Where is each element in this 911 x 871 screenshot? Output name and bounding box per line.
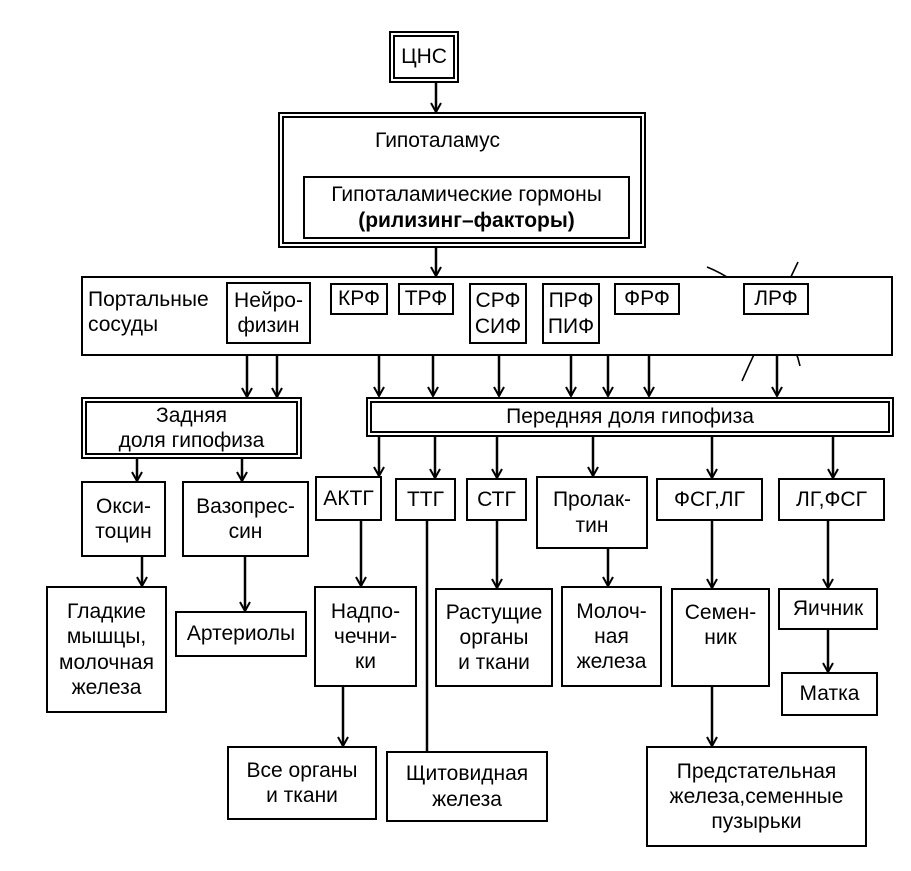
portal-vessels-label: Портальные сосуды xyxy=(88,287,209,337)
uterus-box: Матка xyxy=(781,672,878,716)
oxytocin-box: Окси- тоцин xyxy=(81,481,166,557)
thyroid-box: Щитовидная железа xyxy=(386,751,548,822)
smooth-line1: Гладкие xyxy=(67,600,146,624)
vasopressin-line2: син xyxy=(228,520,263,543)
growing-line2: органы xyxy=(459,625,529,649)
portal-vessels-line2: сосуды xyxy=(88,313,159,337)
hypothalamic-hormones-line1: Гипоталамические гормоны xyxy=(331,183,602,207)
posterior-line2: доля гипофиза xyxy=(118,429,265,452)
smooth-line3: молочная xyxy=(59,650,154,674)
ovary-box: Яичник xyxy=(778,588,878,630)
growing-line3: и ткани xyxy=(458,651,530,675)
arterioles-box: Артериолы xyxy=(175,611,307,657)
neurophysin-line1: Нейро- xyxy=(234,288,303,312)
lrf-label: ЛРФ xyxy=(754,287,798,311)
krf-box: КРФ xyxy=(330,283,388,315)
prostate-line3: пузырьки xyxy=(711,810,802,834)
cns-label: ЦНС xyxy=(401,45,447,69)
stg-box: СТГ xyxy=(466,478,527,521)
smooth-line2: мышцы, xyxy=(66,625,147,649)
stg-label: СТГ xyxy=(477,487,516,511)
all-organs-line2: и ткани xyxy=(266,784,338,807)
oxytocin-line2: тоцин xyxy=(95,520,152,543)
fsg-lg-box: ФСГ,ЛГ xyxy=(656,478,763,521)
lg-fsg-box: ЛГ,ФСГ xyxy=(778,478,885,521)
ttg-box: ТТГ xyxy=(395,478,456,521)
prf-pif-box: ПРФ ПИФ xyxy=(542,283,600,344)
arterioles-label: Артериолы xyxy=(186,622,296,646)
mammary-gland-box: Молоч- ная железа xyxy=(561,586,662,687)
adrenal-line2: чечни- xyxy=(333,624,398,648)
anterior-pituitary-box: Передняя доля гипофиза xyxy=(366,397,894,437)
all-organs-box: Все органы и ткани xyxy=(227,746,377,820)
pif-label: ПИФ xyxy=(547,314,595,338)
uterus-label: Матка xyxy=(799,682,860,706)
mammary-line2: ная xyxy=(594,624,629,648)
mammary-line3: железа xyxy=(576,650,647,674)
growing-line1: Растущие xyxy=(445,600,543,624)
prostate-box: Предстательная железа,семенные пузырьки xyxy=(646,746,867,847)
testis-line2: ник xyxy=(704,626,737,650)
neurophysin-box: Нейро- физин xyxy=(226,282,311,344)
oxytocin-line1: Окси- xyxy=(96,494,151,518)
smooth-muscle-box: Гладкие мышцы, молочная железа xyxy=(46,586,167,713)
lrf-box: ЛРФ xyxy=(743,283,809,315)
posterior-pituitary-box: Задняя доля гипофиза xyxy=(81,397,302,459)
prolactin-line2: тин xyxy=(575,513,609,537)
prolactin-box: Пролак- тин xyxy=(536,476,648,549)
mammary-line1: Молоч- xyxy=(576,599,647,623)
portal-vessels-line1: Портальные xyxy=(88,288,209,311)
srf-label: СРФ xyxy=(475,289,521,313)
ttg-label: ТТГ xyxy=(406,487,445,511)
growing-organs-box: Растущие органы и ткани xyxy=(435,588,553,687)
krf-label: КРФ xyxy=(338,287,380,311)
vasopressin-line1: Вазопрес- xyxy=(196,494,295,518)
prostate-line1: Предстательная xyxy=(676,759,837,783)
all-organs-line1: Все органы xyxy=(246,758,358,782)
adrenal-line1: Надпо- xyxy=(330,599,401,623)
actg-label: АКТГ xyxy=(323,486,374,510)
prf-label: ПРФ xyxy=(548,289,594,313)
ovary-label: Яичник xyxy=(792,597,864,621)
cns-box: ЦНС xyxy=(389,31,459,83)
hypothalamus-title: Гипоталамус xyxy=(375,129,500,152)
frf-box: ФРФ xyxy=(614,283,680,315)
adrenal-box: Надпо- чечни- ки xyxy=(314,586,417,687)
prolactin-line1: Пролак- xyxy=(552,488,632,512)
testis-line1: Семен- xyxy=(684,601,757,624)
frf-label: ФРФ xyxy=(624,287,670,311)
thyroid-line2: железа xyxy=(432,787,502,811)
neurophysin-line2: физин xyxy=(237,314,300,337)
trf-label: ТРФ xyxy=(404,287,448,311)
trf-box: ТРФ xyxy=(398,283,454,315)
hypothalamic-hormones-box: Гипоталамические гормоны (рилизинг–факто… xyxy=(303,176,630,239)
posterior-line1: Задняя xyxy=(156,403,227,427)
adrenal-line3: ки xyxy=(355,650,376,674)
prostate-line2: железа,семенные xyxy=(669,784,844,808)
lg-fsg-label: ЛГ,ФСГ xyxy=(796,487,867,511)
anterior-title: Передняя доля гипофиза xyxy=(506,405,754,429)
fsg-lg-label: ФСГ,ЛГ xyxy=(674,487,745,511)
actg-box: АКТГ xyxy=(315,476,382,521)
hypothalamic-hormones-line2: (рилизинг–факторы) xyxy=(358,208,575,232)
testis-box: Семен- ник xyxy=(671,588,770,687)
vasopressin-box: Вазопрес- син xyxy=(182,481,309,557)
sif-label: СИФ xyxy=(474,314,522,338)
srf-sif-box: СРФ СИФ xyxy=(469,283,527,344)
thyroid-line1: Щитовидная xyxy=(405,762,529,786)
smooth-line4: железа xyxy=(71,675,142,699)
